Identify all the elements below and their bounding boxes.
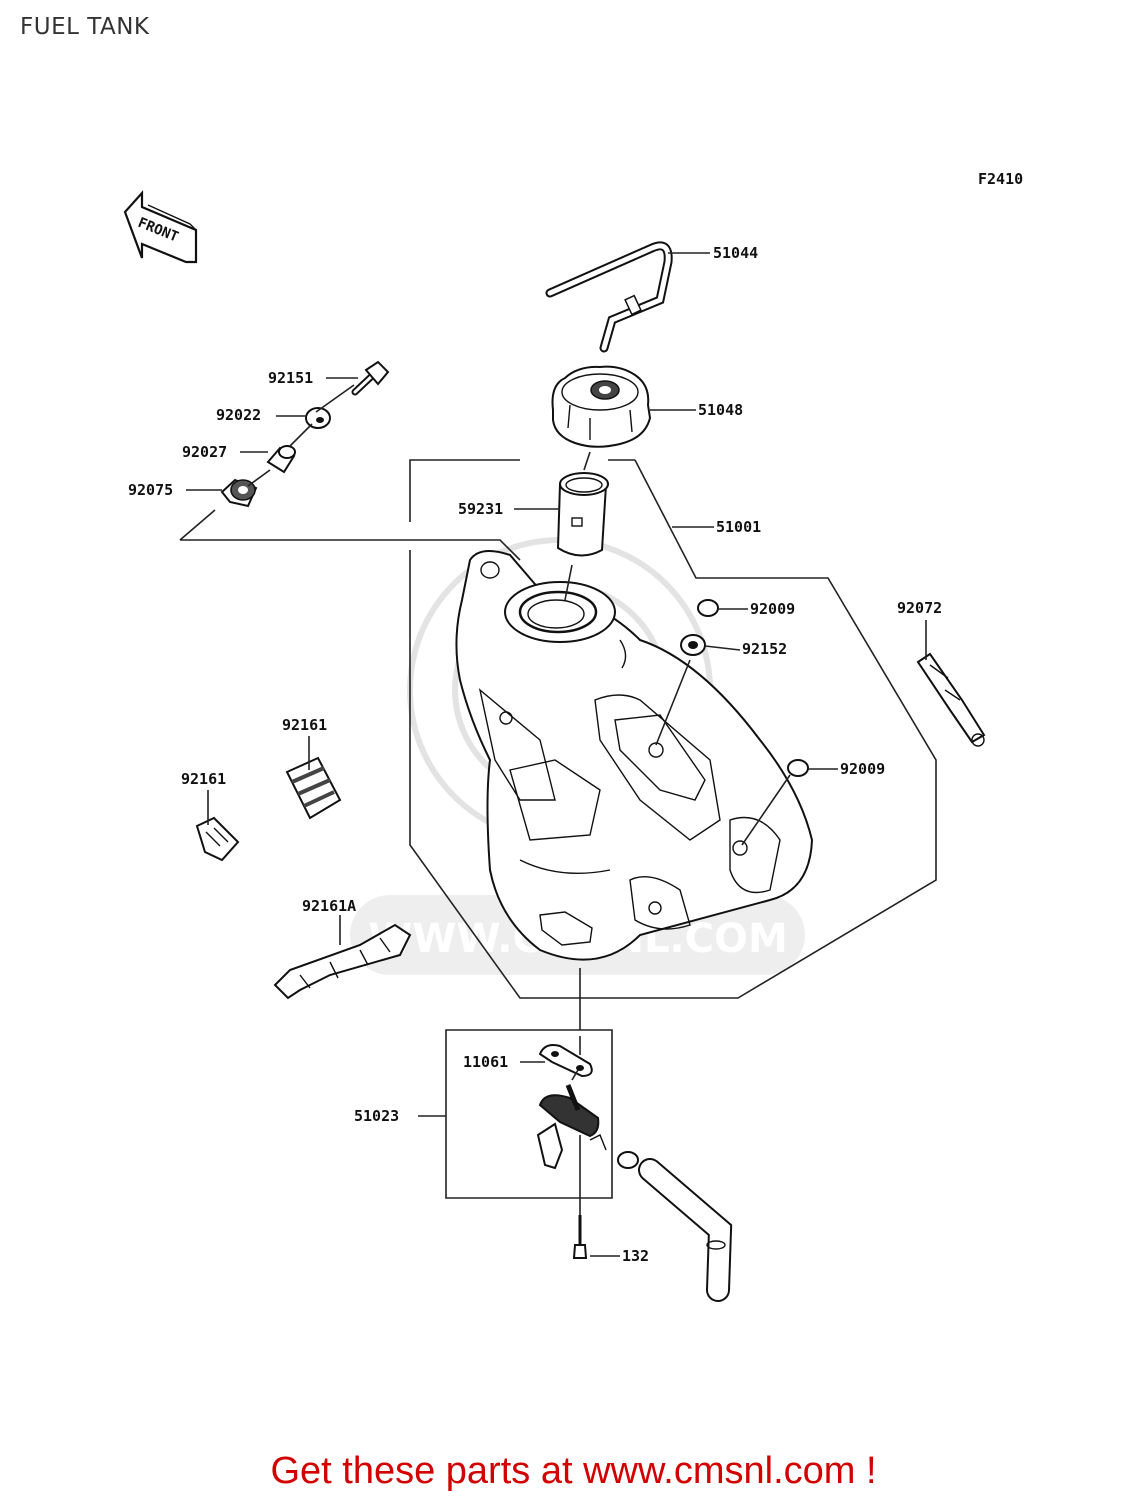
callout-92072: 92072	[897, 599, 942, 617]
washer	[305, 407, 331, 429]
mount-washer	[680, 634, 706, 656]
fuel-cock	[536, 1084, 639, 1170]
callout-92151: 92151	[268, 369, 313, 387]
callout-51048: 51048	[698, 401, 743, 419]
callout-92009-upper: 92009	[750, 600, 795, 618]
damper	[220, 478, 258, 508]
callout-11061: 11061	[463, 1053, 508, 1071]
callout-51001: 51001	[716, 518, 761, 536]
grommet-lower	[787, 759, 809, 777]
callout-92152: 92152	[742, 640, 787, 658]
callout-92075: 92075	[128, 481, 173, 499]
bolt	[351, 360, 390, 396]
callout-51044: 51044	[713, 244, 758, 262]
callout-92161-medium: 92161	[282, 716, 327, 734]
page-title: FUEL TANK	[20, 14, 150, 40]
callout-92161-small: 92161	[181, 770, 226, 788]
screw	[572, 1215, 588, 1259]
pad-long	[273, 923, 412, 1000]
fuel-hose	[638, 1158, 733, 1302]
front-arrow-icon: FRONT	[123, 190, 198, 264]
fuel-tank-diagram: WWW.CMSNL.COM F2410 FRONT	[123, 170, 1023, 1302]
filler-neck	[556, 472, 609, 557]
fuel-tank	[455, 550, 814, 961]
callout-92161A: 92161A	[302, 897, 356, 915]
callout-92009-lower: 92009	[840, 760, 885, 778]
breather-hose	[545, 241, 673, 353]
callout-92027: 92027	[182, 443, 227, 461]
gasket	[538, 1044, 593, 1078]
grommet-upper	[697, 599, 719, 617]
tank-band	[916, 652, 986, 747]
callout-132: 132	[622, 1247, 649, 1265]
callout-92022: 92022	[216, 406, 261, 424]
footer-link[interactable]: Get these parts at www.cmsnl.com !	[270, 1450, 877, 1492]
collar	[266, 445, 296, 474]
fuel-cap	[551, 365, 652, 448]
pad-small	[195, 816, 240, 862]
callout-59231: 59231	[458, 500, 503, 518]
pad-medium	[285, 756, 342, 820]
figure-code: F2410	[978, 170, 1023, 188]
callout-51023: 51023	[354, 1107, 399, 1125]
